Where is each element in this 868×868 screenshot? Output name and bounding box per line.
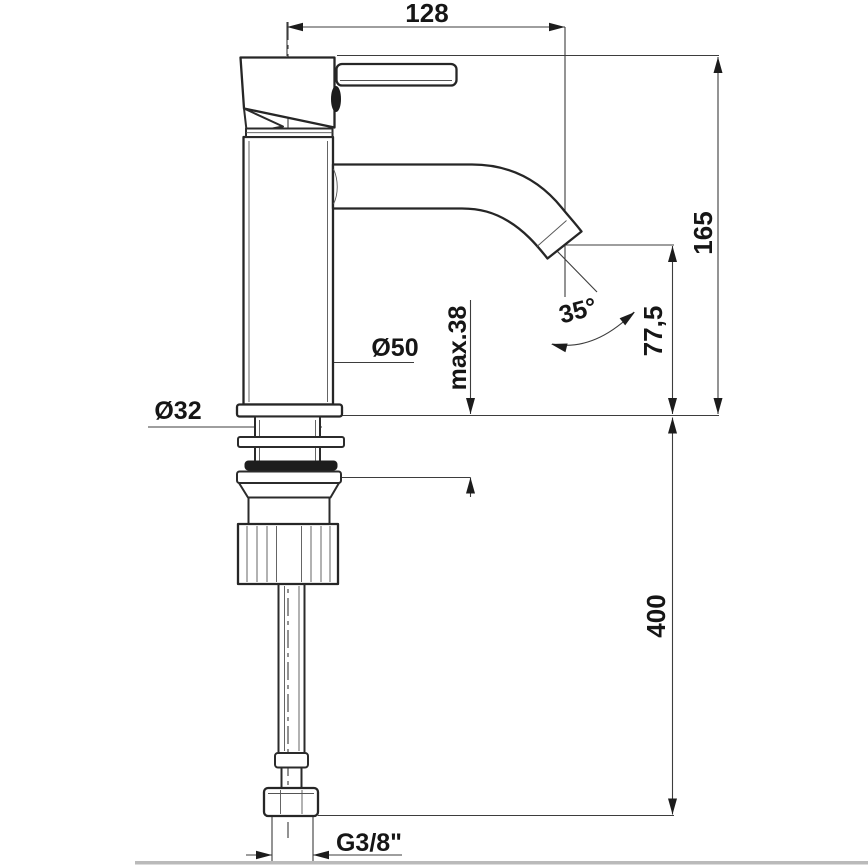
spout-outlet-face-line <box>536 220 567 247</box>
label-total-height: 165 <box>688 211 718 254</box>
washer <box>237 436 345 448</box>
label-hose-length: 400 <box>641 594 671 637</box>
lever-joint-shadow <box>331 86 341 112</box>
base-flange <box>235 403 344 418</box>
faucet-body <box>242 135 335 406</box>
supply-tube <box>277 584 306 753</box>
nut-neck <box>247 496 331 525</box>
spout <box>331 163 583 260</box>
nut-bell <box>238 482 340 499</box>
tube-collar <box>274 752 309 769</box>
label-max-mounting-thickness: max.38 <box>444 306 472 391</box>
handle-lever <box>335 62 458 87</box>
handle-head <box>239 56 336 129</box>
hex-nut <box>262 786 320 818</box>
body-highlight-lines <box>248 141 328 402</box>
label-spout-reach: 128 <box>405 0 448 28</box>
dimension-labels: 128 165 77,5 400 max.38 Ø50 Ø32 35° G3/8… <box>154 0 718 857</box>
label-body-diameter: Ø50 <box>371 334 418 362</box>
dimension-lines <box>148 22 723 861</box>
tube-neck <box>280 767 303 788</box>
label-swivel-angle: 35° <box>556 293 600 330</box>
supply-tube-inner-lines <box>284 586 300 751</box>
footer-bar <box>135 861 868 865</box>
faucet-outline <box>235 56 583 818</box>
clamping-plate <box>236 470 342 484</box>
label-outlet-height: 77,5 <box>638 306 668 357</box>
spout-root-fillet <box>333 168 338 205</box>
rubber-gasket <box>244 460 338 471</box>
hex-nut-facets <box>268 790 314 814</box>
mounting-nut-knurling <box>246 526 331 582</box>
mounting-nut <box>236 522 340 586</box>
label-shank-diameter: Ø32 <box>154 397 201 425</box>
label-thread: G3/8" <box>336 829 402 857</box>
